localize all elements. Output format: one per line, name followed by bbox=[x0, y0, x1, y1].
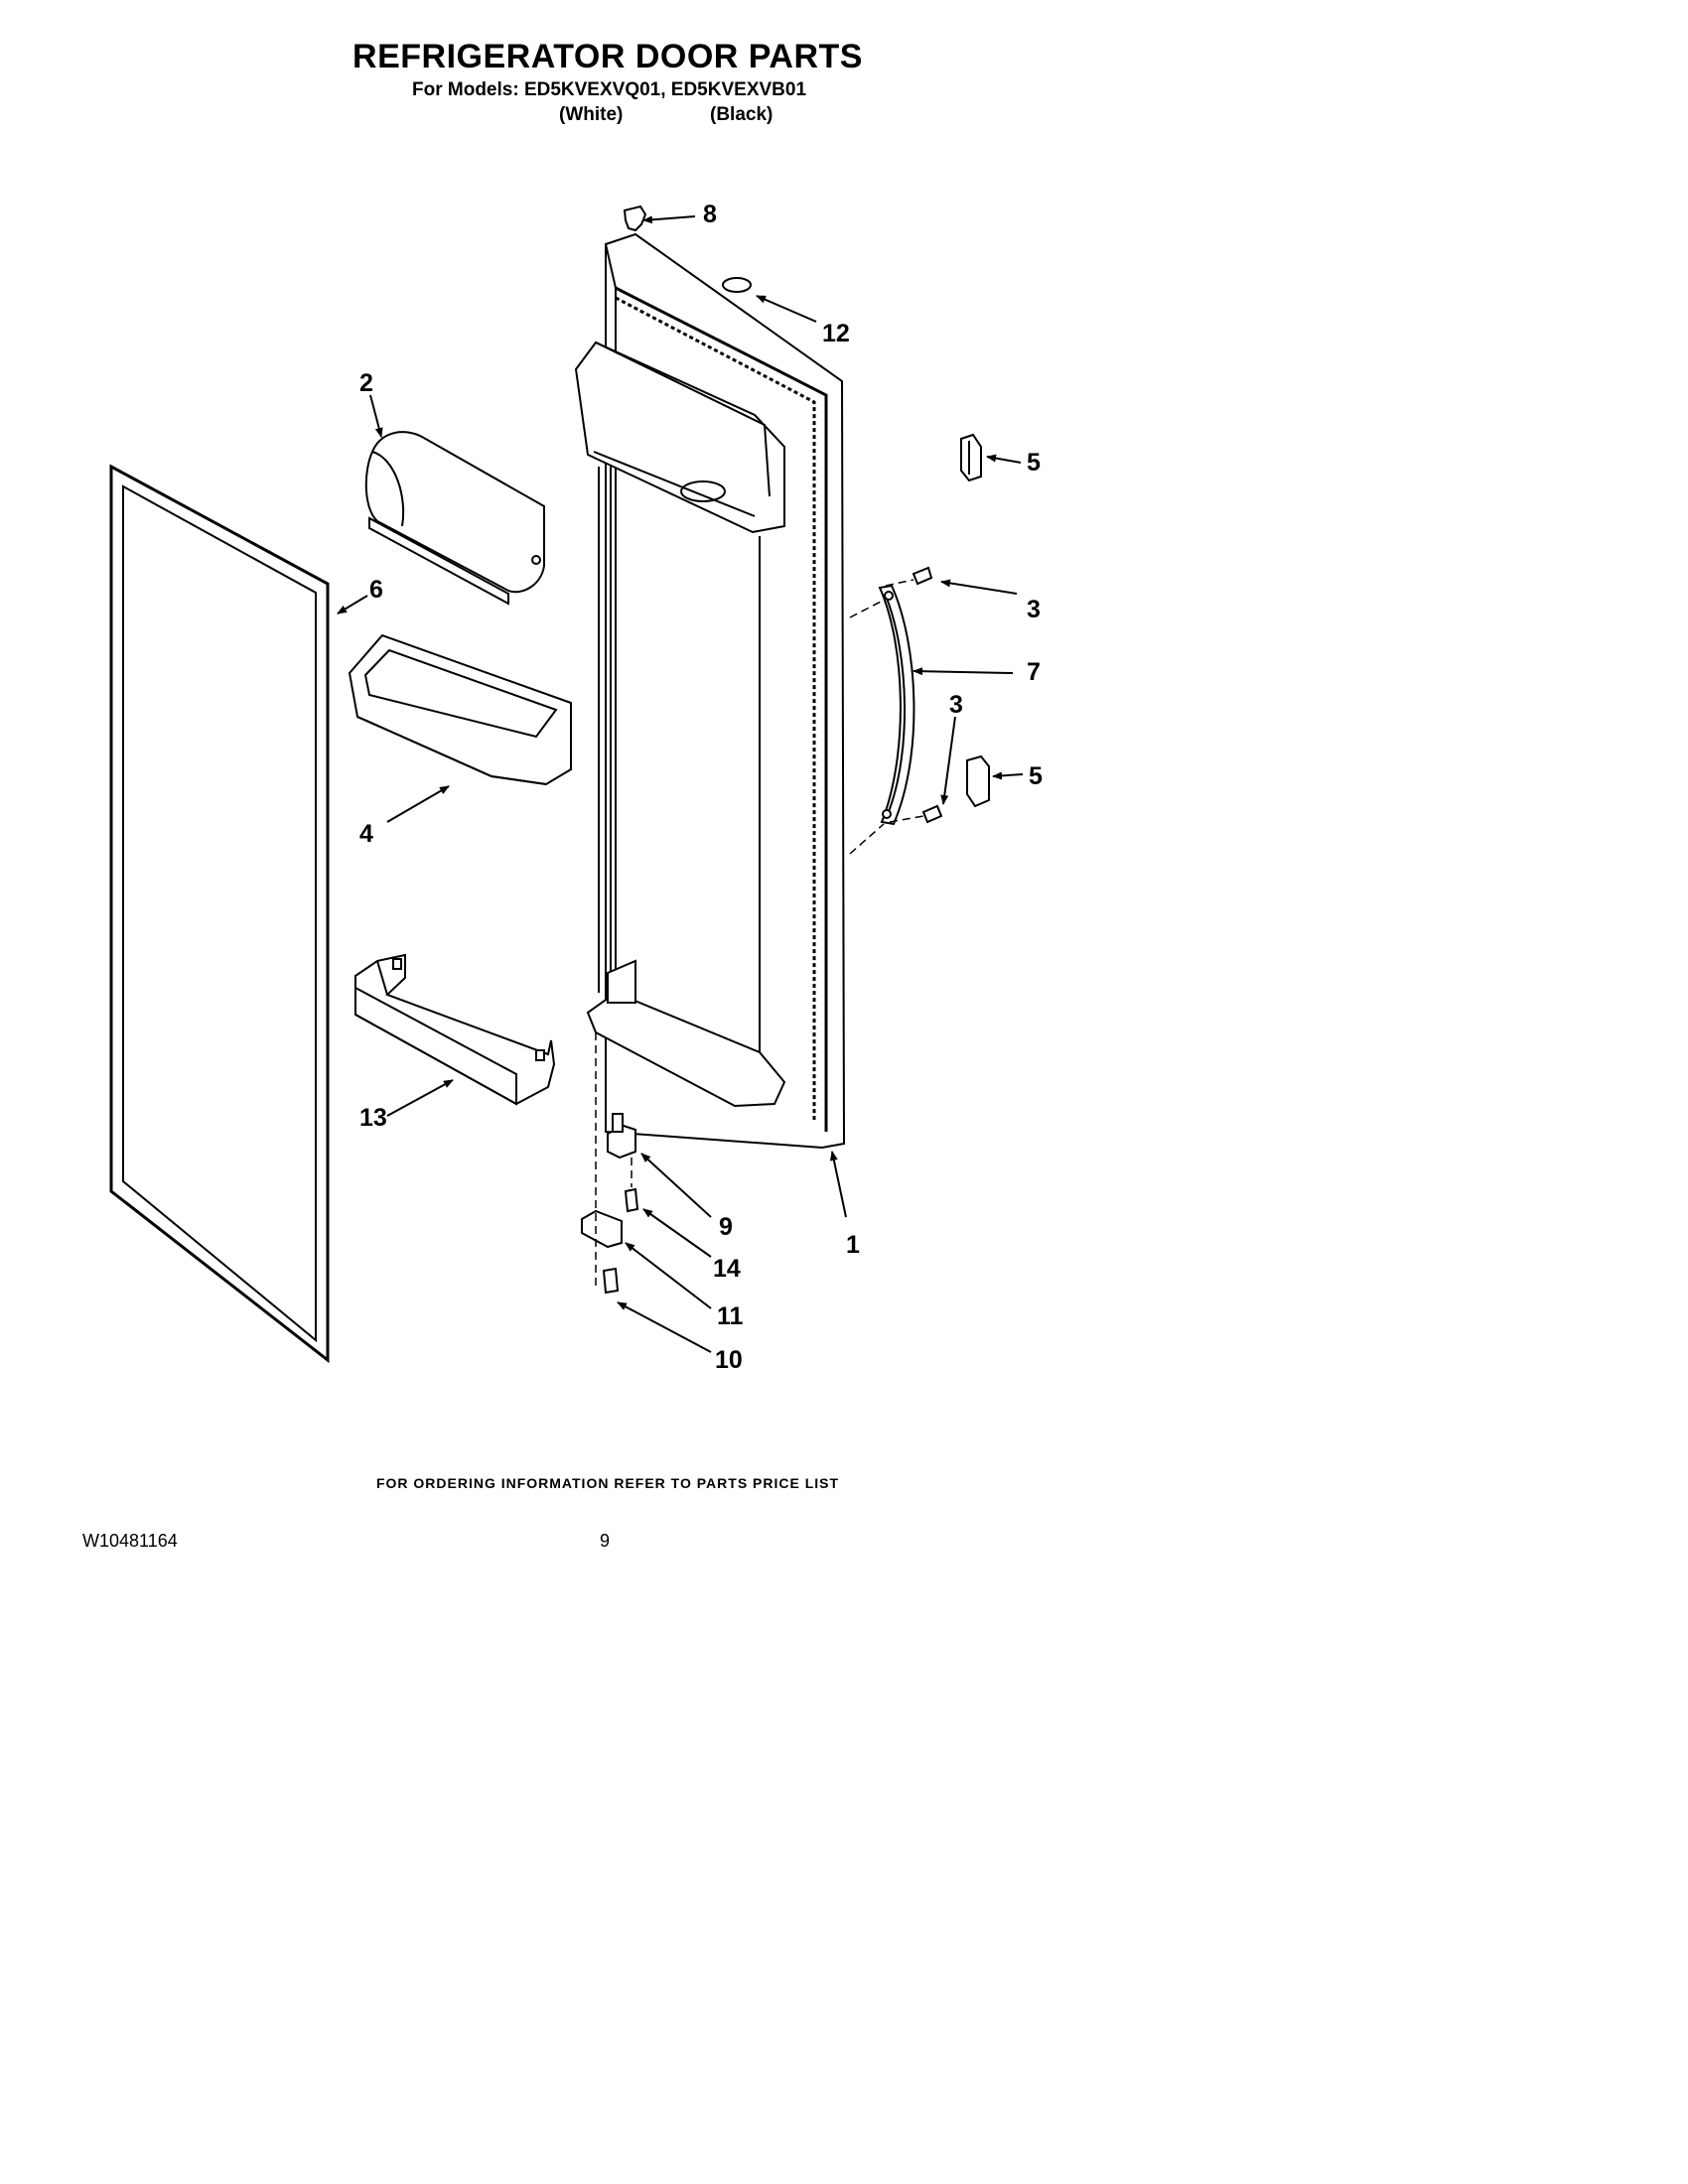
door-gasket-part bbox=[109, 464, 330, 1364]
handle-screw-lower-part bbox=[921, 804, 943, 824]
callout-10: 10 bbox=[715, 1346, 743, 1374]
callout-14: 14 bbox=[713, 1255, 741, 1283]
end-cap-lower-part bbox=[966, 754, 990, 808]
callout-11: 11 bbox=[717, 1302, 744, 1330]
callout-5: 5 bbox=[1027, 449, 1041, 477]
hinge-block-part bbox=[581, 1209, 623, 1249]
models-line: For Models: ED5KVEXVQ01, ED5KVEXVB01 bbox=[412, 79, 807, 100]
exploded-parts-diagram: 8 12 2 5 6 3 7 3 5 4 13 9 1 14 11 10 bbox=[109, 201, 1043, 1374]
end-cap-upper-part bbox=[960, 433, 982, 482]
door-handle-part bbox=[878, 584, 915, 826]
callout-1: 1 bbox=[846, 1231, 860, 1259]
parts-diagram-page: REFRIGERATOR DOOR PARTS For Models: ED5K… bbox=[82, 38, 1043, 1551]
hinge-screw-part bbox=[624, 1187, 639, 1213]
door-bin-part bbox=[348, 633, 572, 786]
handle-screw-upper-part bbox=[912, 566, 933, 586]
callout-labels: 8 12 2 5 6 3 7 3 5 4 13 9 1 14 11 10 bbox=[359, 201, 1043, 1374]
variant-white-label: (White) bbox=[559, 104, 624, 125]
hinge-bracket-part bbox=[607, 1113, 636, 1160]
callout-7: 7 bbox=[1027, 658, 1041, 686]
document-number: W10481164 bbox=[82, 1531, 178, 1551]
callout-6: 6 bbox=[369, 576, 383, 604]
callout-4: 4 bbox=[359, 820, 373, 848]
callout-3: 3 bbox=[949, 691, 963, 719]
hinge-block-screw-part bbox=[602, 1267, 620, 1295]
callout-9: 9 bbox=[719, 1213, 733, 1241]
callout-3: 3 bbox=[1027, 596, 1041, 623]
page-title: REFRIGERATOR DOOR PARTS bbox=[352, 38, 863, 75]
callout-12: 12 bbox=[822, 320, 850, 347]
door-plug-part bbox=[623, 205, 647, 232]
callout-5: 5 bbox=[1029, 762, 1043, 790]
page-number: 9 bbox=[600, 1531, 611, 1551]
variant-black-label: (Black) bbox=[710, 104, 774, 125]
door-assembly-part bbox=[574, 232, 846, 1150]
dairy-cover-part bbox=[364, 431, 545, 606]
ordering-info-note: FOR ORDERING INFORMATION REFER TO PARTS … bbox=[375, 1475, 840, 1491]
lower-door-bin-part bbox=[354, 953, 556, 1106]
washer-part bbox=[722, 277, 752, 293]
assembly-alignment-lines bbox=[595, 579, 924, 1291]
callout-8: 8 bbox=[703, 201, 717, 228]
callout-arrows bbox=[337, 215, 1024, 1353]
callout-13: 13 bbox=[359, 1104, 387, 1132]
callout-2: 2 bbox=[359, 369, 373, 397]
